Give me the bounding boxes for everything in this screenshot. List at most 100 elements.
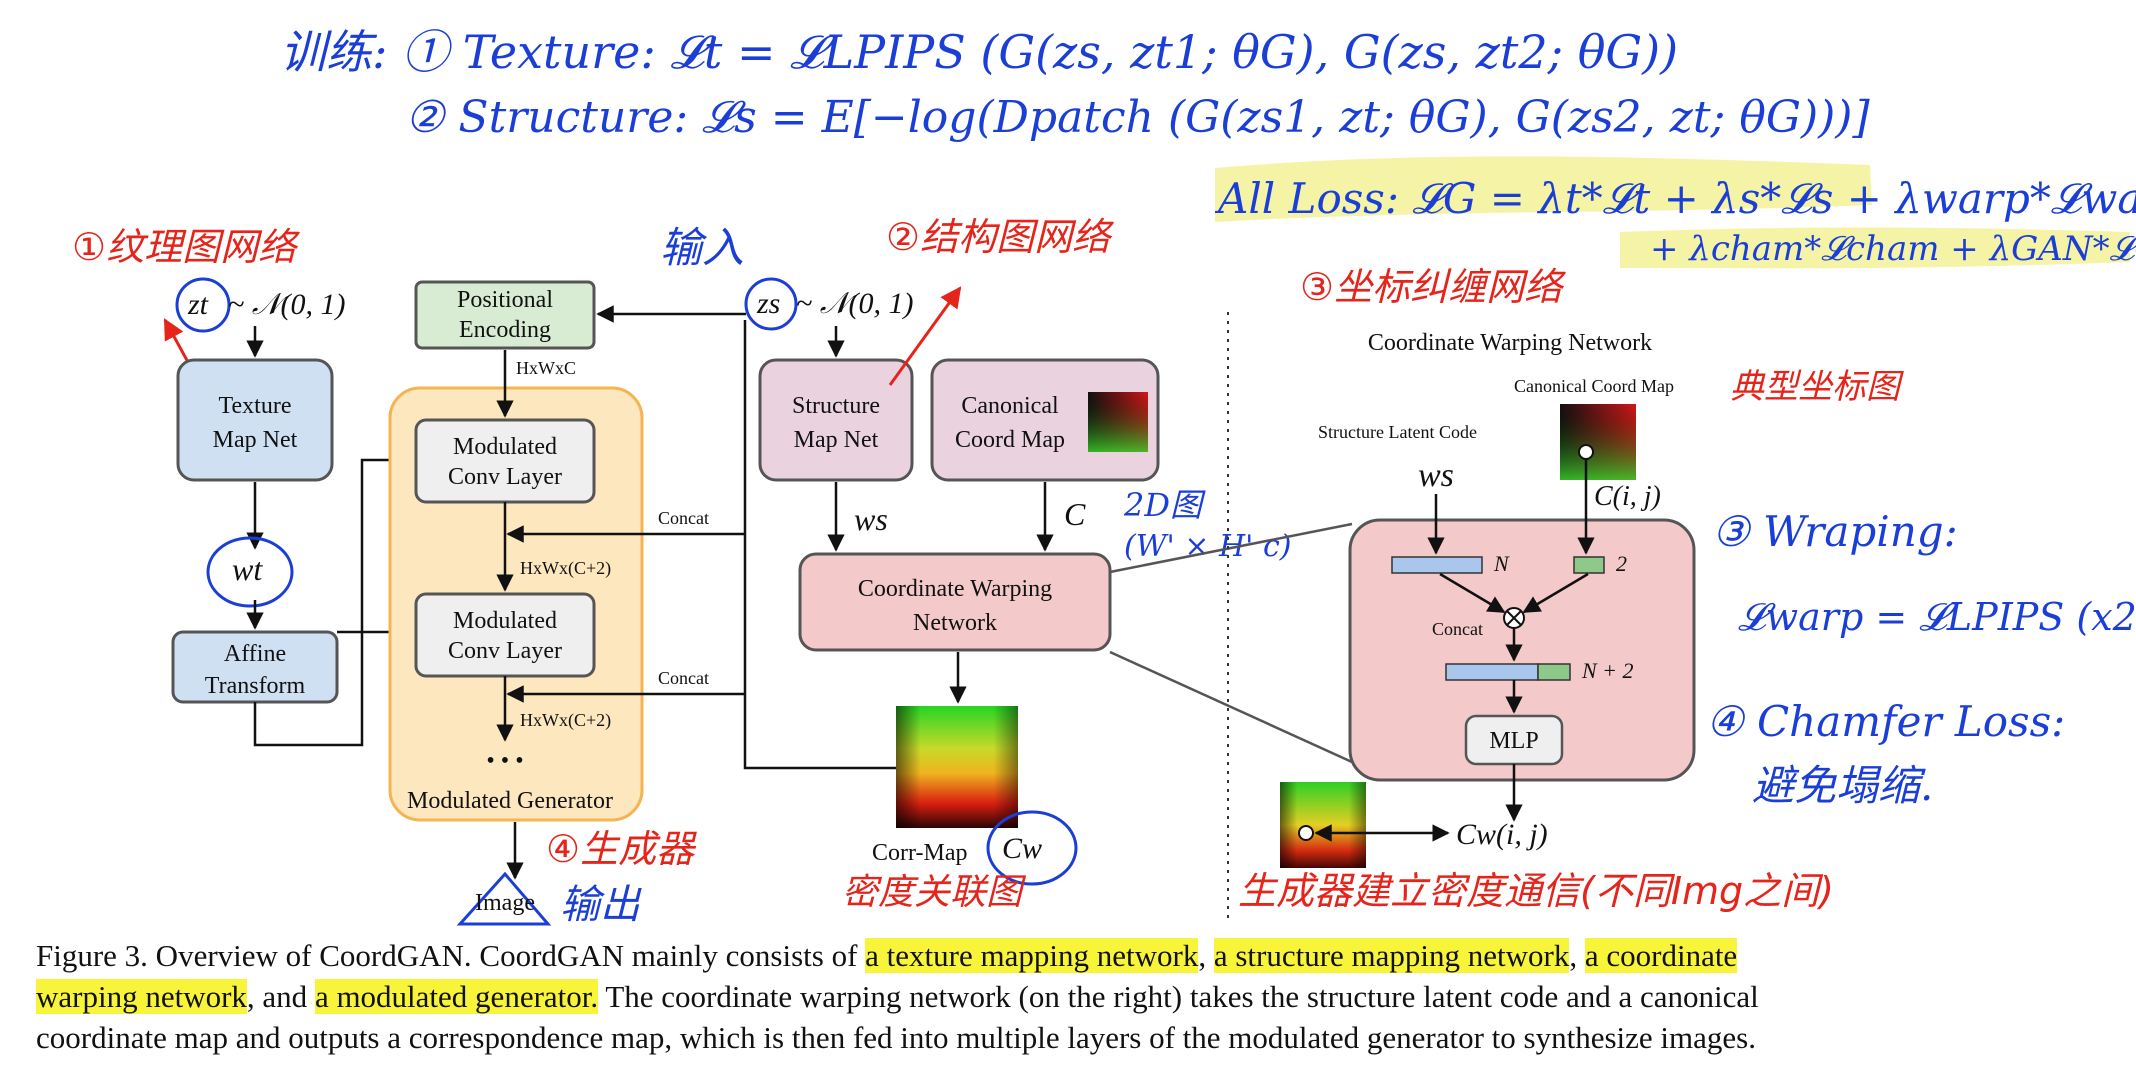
canonical-label-2: Coord Map	[955, 427, 1065, 453]
note-output: 输出	[560, 882, 642, 928]
hxwxc-label: HxWxC	[516, 358, 576, 378]
note-warp-loss: 𝓛warp = 𝓛LPIPS (x2,1w, x2)	[1738, 595, 2136, 639]
affine-label-1: Affine	[224, 641, 286, 667]
affine-label-2: Transform	[205, 673, 306, 699]
zs-dist: ~ 𝒩(0, 1)	[796, 287, 913, 320]
detail-title: Coordinate Warping Network	[1368, 330, 1652, 356]
note-input: 输入	[660, 223, 744, 272]
detail-2-label: 2	[1616, 551, 1627, 576]
note-coord-net: ③坐标纠缠网络	[1300, 265, 1566, 309]
red-arrow-structure	[888, 286, 962, 386]
texture-map-net-label-1: Texture	[219, 393, 292, 419]
detail-ws: ws	[1418, 457, 1454, 494]
ws-label: ws	[854, 501, 888, 537]
coord-warping-box	[798, 552, 1112, 652]
caption-sep-1: ,	[1198, 938, 1214, 973]
detail-cwij: Cw(i, j)	[1456, 818, 1548, 851]
image-label: Image	[475, 890, 535, 916]
texture-map-net-box	[176, 358, 334, 482]
detail-canonical-dot	[1578, 444, 1594, 460]
positional-encoding-label-2: Encoding	[459, 317, 551, 343]
image-triangle	[456, 871, 552, 926]
detail-mlp-label: MLP	[1489, 728, 1538, 754]
note-chamfer-2: 避免塌缩.	[1752, 761, 1933, 810]
detail-canonical-label: Canonical Coord Map	[1514, 376, 1674, 396]
note-all-loss-2: + λcham*𝓛cham + λGAN*𝓛GAN	[1650, 229, 2136, 269]
route-wt-to-conv2	[253, 623, 414, 747]
mod-conv-1-label-1: Modulated	[453, 434, 557, 460]
note-structure-loss: ② Structure: 𝓛s = E[−log(Dpatch (G(zs1, …	[405, 92, 1870, 143]
modulated-generator-label: Modulated Generator	[407, 788, 613, 814]
zt-label: zt	[187, 288, 209, 321]
detail-2-bar	[1573, 556, 1605, 574]
all-loss-highlight-2	[1620, 227, 2130, 269]
concat-1-label: Concat	[658, 508, 709, 528]
caption-highlight-structure: a structure mapping network	[1213, 938, 1570, 973]
detail-arrow-2-to-op	[1522, 572, 1589, 614]
detail-out-thumb-shade	[1280, 782, 1366, 868]
detail-structure-code-label: Structure Latent Code	[1318, 422, 1477, 442]
note-generator: ④生成器	[546, 827, 697, 871]
caption-highlight-generator: a modulated generator.	[314, 979, 599, 1014]
zs-label: zs	[756, 287, 780, 320]
note-canonical: 典型坐标图	[1730, 367, 1904, 407]
detail-canonical-thumb-overlay	[1560, 404, 1636, 480]
corr-map-label: Corr-Map	[872, 840, 968, 866]
figure-caption: Figure 3. Overview of CoordGAN. CoordGAN…	[36, 935, 2106, 1058]
note-all-loss: All Loss: 𝓛G = λt*𝓛t + λs*𝓛s + λwarp*𝓛wa…	[1214, 174, 2136, 223]
hxwxc2-1-label: HxWx(C+2)	[520, 558, 611, 579]
detail-n2-label: N + 2	[1581, 658, 1634, 683]
detail-cij: C(i, j)	[1594, 481, 1661, 512]
detail-concat-op-x	[1506, 610, 1522, 626]
detail-n2-bar-blue	[1445, 663, 1539, 681]
texture-map-net-label-2: Map Net	[213, 427, 298, 453]
canonical-label-1: Canonical	[961, 393, 1059, 419]
positional-encoding-label-1: Positional	[457, 287, 553, 313]
generator-ellipsis: • • •	[486, 748, 523, 774]
corr-map-image-shade	[896, 706, 1018, 828]
note-warping: ③ Wraping:	[1712, 507, 1958, 556]
note-texture-loss: 训练: ① Texture: 𝓛t = 𝓛LPIPS (G(zs, zt1; θ…	[280, 25, 1678, 79]
note-2d-dims: (W' × H' c)	[1124, 529, 1291, 564]
structure-map-net-box	[758, 358, 914, 482]
all-loss-highlight	[1215, 156, 1872, 222]
note-texture-net: ①纹理图网络	[72, 225, 300, 269]
cw-label: Cw	[1002, 832, 1042, 865]
detail-n-label: N	[1493, 551, 1510, 576]
line-corrmap-feedback	[743, 694, 898, 770]
route-wt-to-conv1	[337, 451, 414, 634]
zs-circle	[744, 277, 798, 331]
wt-label: wt	[232, 551, 263, 587]
detail-concat-label: Concat	[1432, 619, 1483, 639]
caption-sep-2: ,	[1569, 938, 1585, 973]
coord-warping-label-1: Coordinate Warping	[858, 576, 1052, 602]
note-2d-map: 2D图	[1123, 486, 1206, 524]
detail-n2-bar-green	[1537, 663, 1571, 681]
positional-encoding-box	[414, 280, 596, 350]
caption-part-1: Figure 3. Overview of CoordGAN. CoordGAN…	[36, 938, 866, 973]
structure-map-net-label-1: Structure	[792, 393, 880, 419]
caption-highlight-warp-b: warping network	[36, 979, 247, 1014]
structure-map-net-label-2: Map Net	[794, 427, 879, 453]
mod-conv-2-label-2: Conv Layer	[448, 638, 562, 664]
caption-part-2: The coordinate warping network (on the r…	[598, 979, 1759, 1014]
concat-2-label: Concat	[658, 668, 709, 688]
caption-highlight-warp-a: a coordinate	[1584, 938, 1738, 973]
zoom-line-bottom	[1109, 650, 1353, 764]
c-label: C	[1064, 496, 1086, 532]
caption-sep-3: , and	[246, 979, 315, 1014]
caption-part-3: coordinate map and outputs a corresponde…	[36, 1020, 1756, 1055]
mod-conv-1-label-2: Conv Layer	[448, 464, 562, 490]
detail-out-dot	[1298, 825, 1314, 841]
note-dense-comm: 生成器建立密度通信(不同Img之间)	[1238, 869, 1834, 913]
cw-circle	[986, 810, 1078, 886]
zoom-line-top	[1109, 522, 1353, 574]
detail-arrow-n-to-op	[1439, 572, 1506, 614]
detail-n-bar	[1391, 556, 1483, 574]
note-structure-net: ②结构图网络	[886, 215, 1114, 259]
note-dense-map: 密度关联图	[842, 872, 1027, 913]
note-chamfer: ④ Chamfer Loss:	[1706, 697, 2065, 746]
zt-dist: ~ 𝒩(0, 1)	[228, 288, 345, 321]
